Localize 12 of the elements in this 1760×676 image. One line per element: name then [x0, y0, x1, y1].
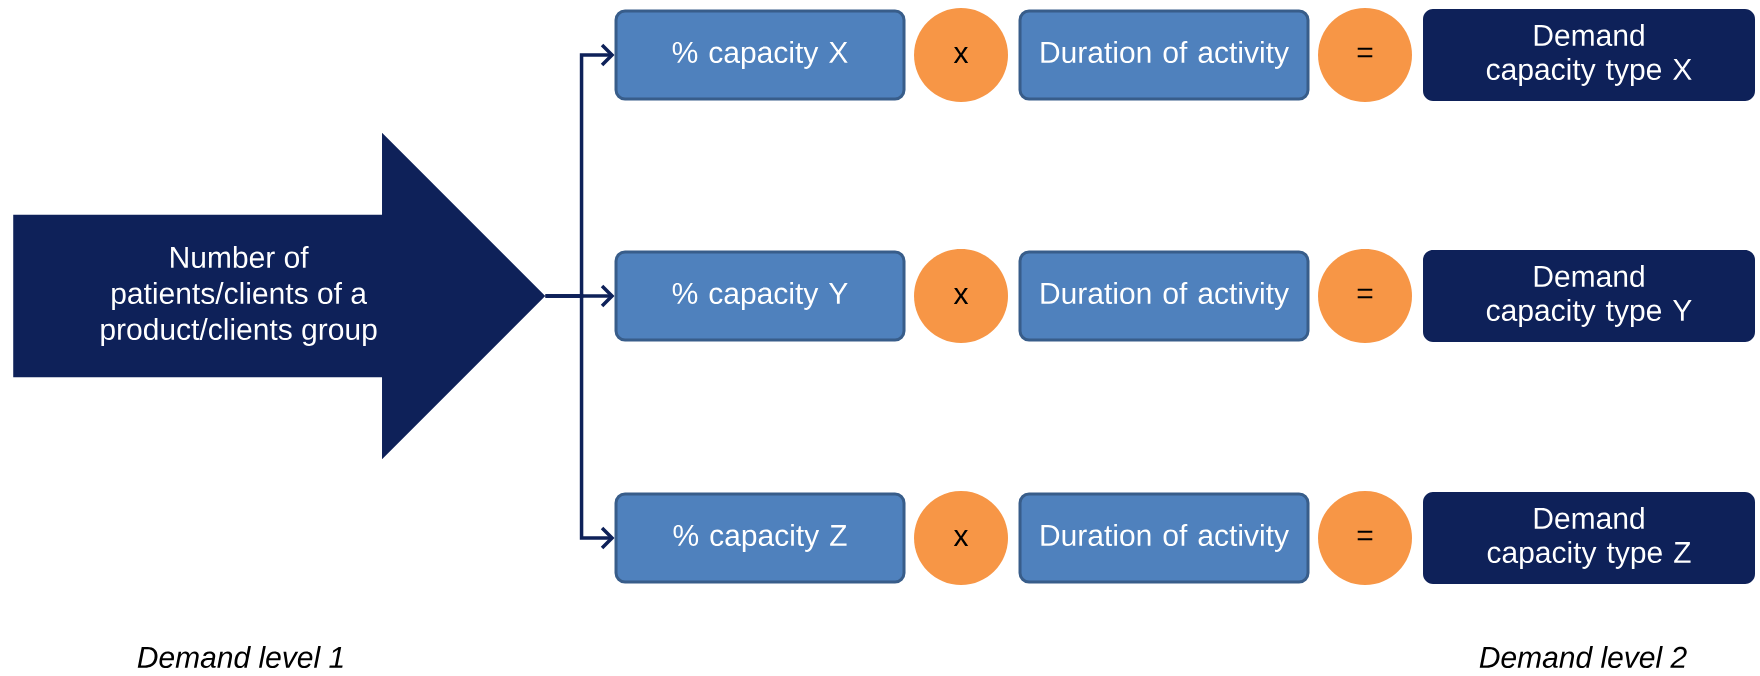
- result-box: Demand capacity type Y: [1423, 250, 1755, 342]
- process-box: % capacity X: [614, 9, 906, 101]
- process-box: Duration of activity: [1018, 9, 1310, 101]
- process-box: % capacity Z: [614, 492, 906, 584]
- arrow: [545, 294, 615, 550]
- process-box: Duration of activity: [1018, 250, 1310, 342]
- result-box: Demand capacity type X: [1423, 9, 1755, 101]
- level-caption: Demand level 2: [1479, 645, 1687, 668]
- level-caption: Demand level 1: [137, 645, 343, 668]
- result-box: Demand capacity type Z: [1423, 492, 1755, 584]
- process-box: % capacity Y: [614, 250, 906, 342]
- process-box: Duration of activity: [1018, 492, 1310, 584]
